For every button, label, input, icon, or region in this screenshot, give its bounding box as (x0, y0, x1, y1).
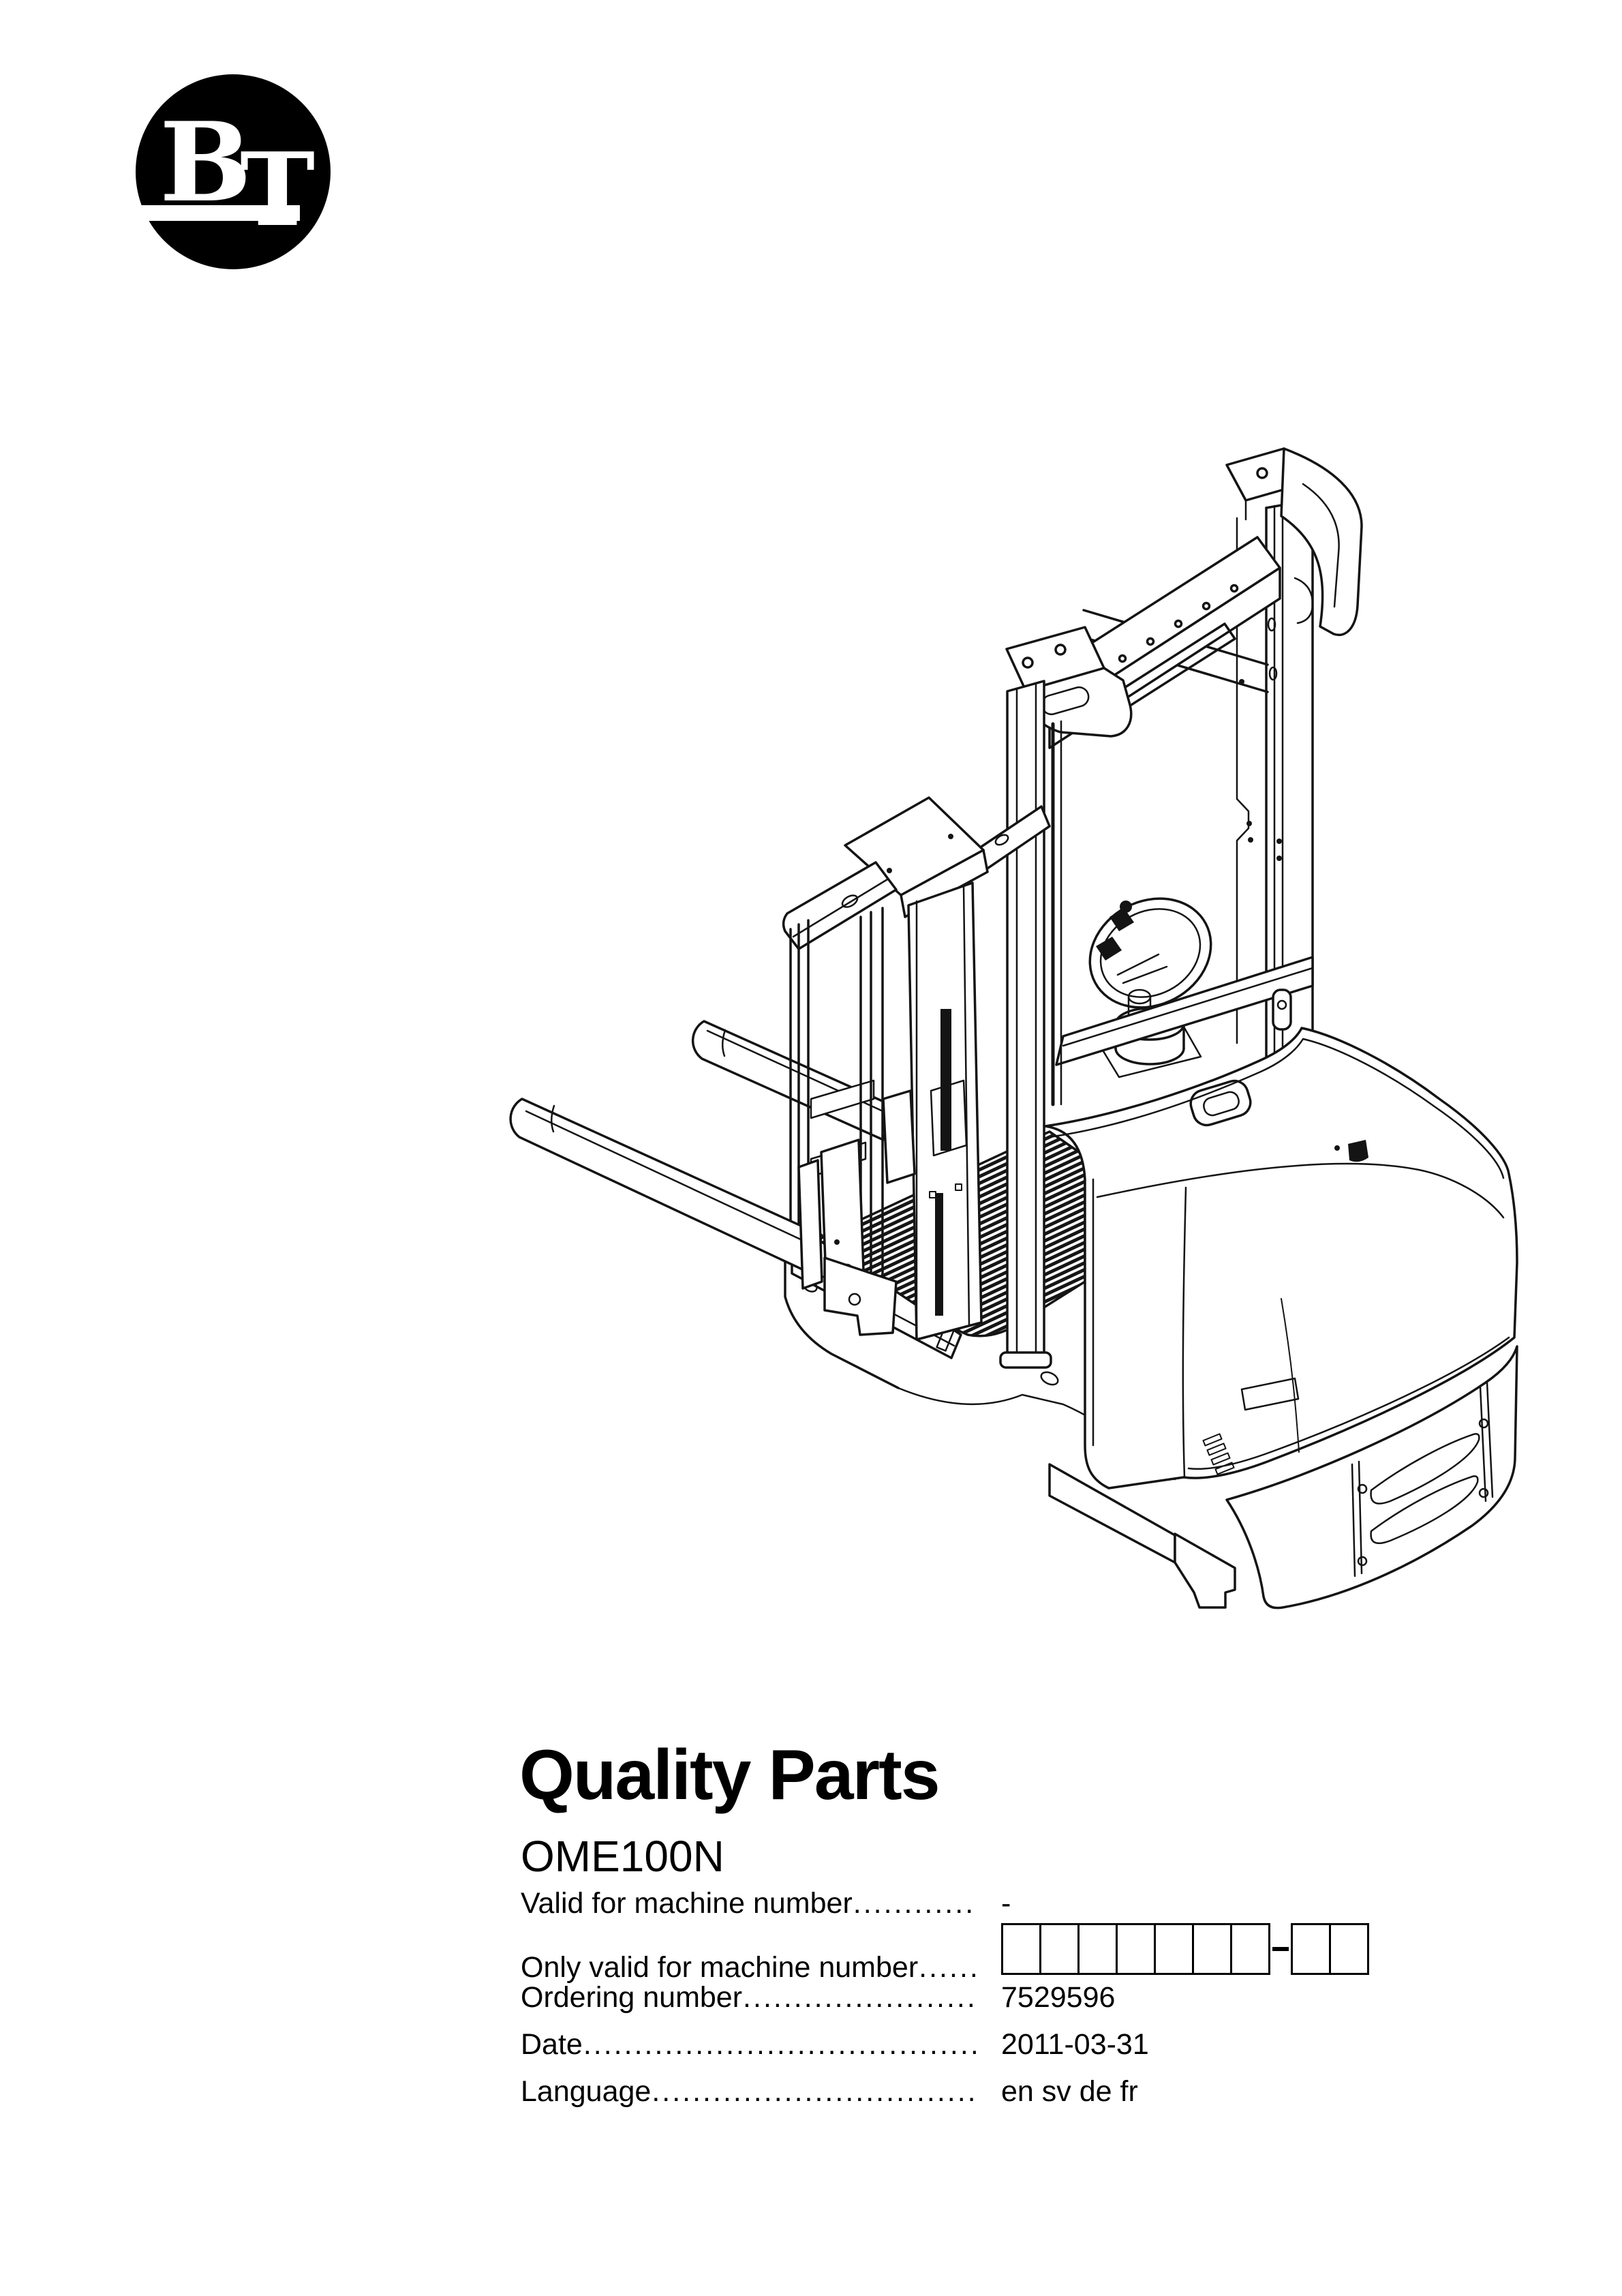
field-value: 2011-03-31 (1001, 2028, 1149, 2061)
serial-box (1192, 1922, 1232, 1975)
logo-bar (142, 205, 300, 221)
field-label: Date (521, 2028, 583, 2061)
field-value (1001, 1922, 1373, 1975)
field-value: - (1001, 1887, 1011, 1920)
field-label: Language (521, 2075, 652, 2108)
dot-leader: ........................................… (743, 1981, 978, 2014)
field-value: 7529596 (1001, 1981, 1116, 2014)
serial-box (1154, 1922, 1194, 1975)
fork-carriage (797, 1089, 916, 1336)
logo-letter-t: T (240, 130, 315, 249)
dot-leader: ........................................… (853, 1887, 978, 1920)
backrest-beam (1055, 956, 1314, 1066)
serial-number-boxes (1001, 1922, 1373, 1975)
serial-box (1230, 1922, 1270, 1975)
serial-dash (1272, 1946, 1289, 1951)
serial-box (1001, 1922, 1041, 1975)
field-value: en sv de fr (1001, 2075, 1138, 2108)
motor-cover (1044, 1027, 1518, 1490)
field-row-date: Date ...................................… (521, 2021, 1373, 2068)
logo-letter-b: B (159, 98, 251, 226)
bt-logo: B T (136, 74, 331, 269)
model-name: OME100N (521, 1832, 724, 1881)
serial-box (1329, 1922, 1369, 1975)
dot-leader: ........................................… (583, 2028, 978, 2061)
field-label: Ordering number (521, 1981, 743, 2014)
mast-front-rail (999, 680, 1062, 1369)
field-row-only-valid-for-machine-number: Only valid for machine number ..........… (521, 1922, 1373, 1984)
field-row-ordering-number: Ordering number ........................… (521, 1974, 1373, 2021)
serial-box (1039, 1922, 1080, 1975)
vent-band (1225, 1345, 1518, 1610)
overhead-guard (1005, 447, 1363, 749)
dot-leader: ........................................… (652, 2075, 978, 2108)
fork-upper (691, 1020, 894, 1141)
forklift-drawing (509, 447, 1518, 1610)
field-label: Only valid for machine number (521, 1950, 919, 1984)
page-title: Quality Parts (519, 1736, 940, 1815)
dot-leader: ........................................… (919, 1950, 978, 1984)
steering-wheel (1088, 897, 1212, 1078)
fork-lower (509, 1098, 823, 1275)
field-row-valid-for-machine-number: Valid for machine number ...............… (521, 1880, 1373, 1927)
serial-box (1291, 1922, 1331, 1975)
serial-box (1116, 1922, 1156, 1975)
serial-box (1077, 1922, 1118, 1975)
field-label: Valid for machine number (521, 1887, 853, 1920)
field-row-language: Language ...............................… (521, 2068, 1373, 2115)
chassis-skirt (1048, 1463, 1236, 1609)
mini-mast-front (859, 881, 983, 1341)
machine-info-fields: Valid for machine number ...............… (521, 1880, 1373, 2115)
